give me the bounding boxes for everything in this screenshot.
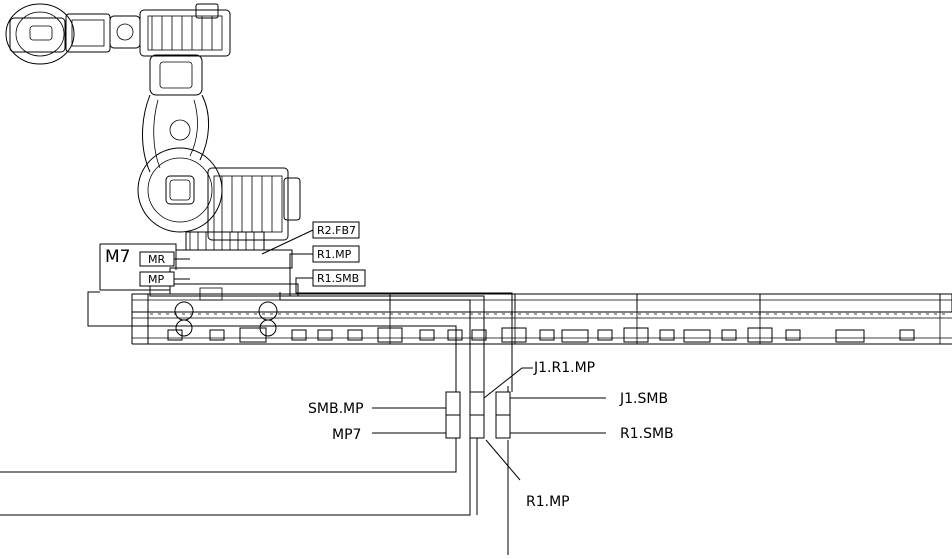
j1-smb-label: J1.SMB bbox=[619, 391, 668, 407]
r1-smb-label: R1.SMB bbox=[620, 426, 674, 442]
robot-callouts: M7 MR MP R2.FB7 R1.MP R1.SMB bbox=[99, 221, 366, 291]
cable-routes bbox=[0, 290, 941, 555]
connector-smb-mp7 bbox=[445, 391, 461, 472]
connector-r1-mp bbox=[469, 391, 485, 515]
cable-bracket-icons bbox=[167, 327, 915, 343]
robot-base-icon bbox=[169, 231, 293, 301]
r1-smb-top-label: R1.SMB bbox=[317, 272, 359, 285]
mr-label: MR bbox=[148, 253, 165, 266]
carriage-roller-icons bbox=[174, 301, 278, 337]
connector-j1-smb bbox=[495, 391, 511, 439]
mp-label: MP bbox=[148, 273, 164, 286]
robot-upper-arm-icon bbox=[139, 3, 231, 173]
connector-blocks bbox=[445, 391, 511, 515]
m7-label: M7 bbox=[105, 247, 130, 267]
connector-labels: SMB.MP MP7 J1.R1.MP J1.SMB R1.SMB R1.MP bbox=[308, 360, 674, 510]
r1-mp-top-label: R1.MP bbox=[317, 248, 352, 261]
j1-r1-mp-label: J1.R1.MP bbox=[533, 360, 595, 376]
r2-fb7-label: R2.FB7 bbox=[317, 224, 356, 237]
mp7-label: MP7 bbox=[332, 427, 361, 443]
robot-wrist-icon bbox=[5, 3, 141, 65]
smb-mp-label: SMB.MP bbox=[308, 401, 364, 417]
robot-axis2-motor-icon bbox=[137, 147, 301, 241]
linear-track-drawing bbox=[131, 283, 952, 345]
r1-mp-label: R1.MP bbox=[526, 494, 570, 510]
